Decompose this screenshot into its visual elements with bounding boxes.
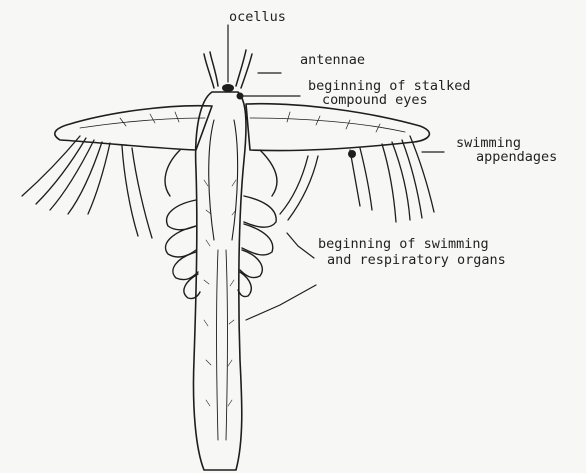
label-antennae: antennae xyxy=(300,53,365,67)
organs-leader-lower xyxy=(246,285,316,320)
right-bristles xyxy=(280,136,434,222)
left-bristles xyxy=(22,136,152,238)
organs-leader-upper xyxy=(287,233,314,258)
label-stalked-eyes-line1: beginning of stalked xyxy=(308,79,471,93)
body xyxy=(193,92,246,470)
label-organs-line1: beginning of swimming xyxy=(318,237,489,251)
label-swimming-appendages-line1: swimming xyxy=(456,136,521,150)
label-swimming-appendages-line2: appendages xyxy=(476,150,557,164)
lateral-lobes xyxy=(165,150,277,299)
label-stalked-eyes-line2: compound eyes xyxy=(322,93,428,107)
label-ocellus: ocellus xyxy=(229,10,286,24)
carapace-wings xyxy=(55,104,430,158)
label-organs-line2: and respiratory organs xyxy=(327,253,506,267)
